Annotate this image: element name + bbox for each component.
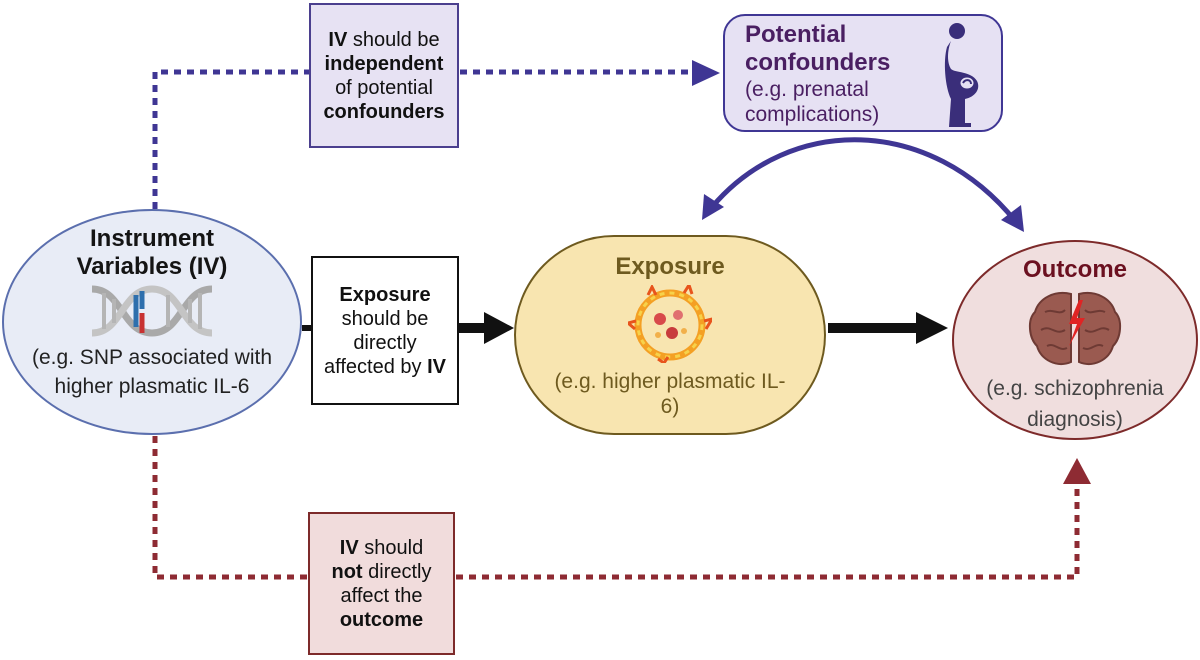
pregnant-woman-icon — [944, 23, 979, 127]
exposure-node: Exposure (e.g. higher plasmatic IL-6) — [514, 235, 826, 435]
brain-icon — [1029, 292, 1121, 365]
outcome-node: Outcome (e.g. schizophrenia diagnosis) — [952, 240, 1198, 440]
outcome-example-line2: diagnosis) — [1027, 408, 1123, 431]
iv-title-line2: Variables (IV) — [76, 253, 228, 280]
exposure-purple-arrowhead — [702, 194, 724, 220]
relevance-condition-box: Exposure should be directly affected by … — [311, 256, 459, 405]
exposure-example: (e.g. higher plasmatic IL-6) — [554, 370, 786, 418]
iv-example-line2: higher plasmatic IL-6 — [54, 375, 250, 398]
iv-example-line1: (e.g. SNP associated with — [31, 346, 273, 369]
exposure-title: Exposure — [615, 253, 725, 280]
potential-confounders-node: Potential confounders (e.g. prenatal com… — [723, 14, 1003, 132]
iv-to-outcome-dotted-path — [152, 436, 1080, 580]
confounders-arrowhead — [692, 60, 720, 86]
exposure-arrowhead — [484, 312, 514, 344]
outcome-example-line1: (e.g. schizophrenia — [986, 377, 1164, 400]
confounders-curved-path — [710, 137, 1018, 224]
iv-title-line1: Instrument — [89, 225, 214, 252]
iv-to-confounders-dotted-path — [152, 69, 695, 222]
confounders-title-line1: Potential — [745, 21, 847, 48]
exclusion-condition-box: IV should not directly affect the outcom… — [308, 512, 455, 655]
outcome-purple-arrowhead — [1001, 205, 1024, 232]
outcome-red-arrowhead — [1063, 458, 1091, 484]
outcome-black-arrowhead — [916, 312, 948, 344]
independence-condition-box: IV should be independent of potential co… — [309, 3, 459, 148]
outcome-title: Outcome — [1022, 256, 1127, 283]
dna-icon — [91, 285, 213, 337]
confounders-example-line1: (e.g. prenatal — [745, 78, 869, 101]
instrument-variables-node: Instrument Variables (IV) (e.g. SNP asso… — [2, 209, 302, 435]
confounders-title-line2: confounders — [745, 49, 891, 76]
confounders-example-line2: complications) — [745, 103, 880, 126]
inflammation-icon — [628, 285, 712, 363]
